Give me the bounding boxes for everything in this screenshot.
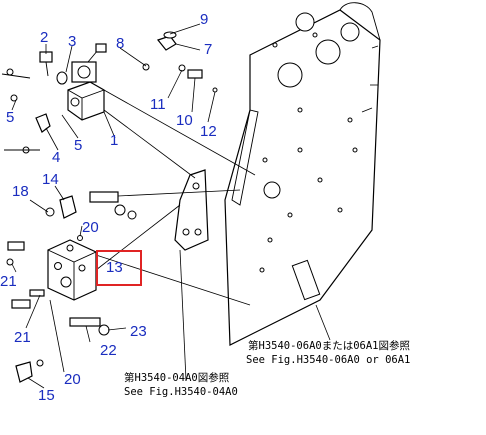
label-9: 9 <box>200 11 208 28</box>
label-21a: 21 <box>0 273 17 290</box>
bracket <box>174 169 209 251</box>
label-20b: 20 <box>64 371 81 388</box>
label-12: 12 <box>200 123 217 140</box>
highlight-box-13 <box>96 250 142 286</box>
ref-main-en: See Fig.H3540-06A0 or 06A1 <box>246 354 410 366</box>
label-7: 7 <box>204 41 212 58</box>
label-18: 18 <box>12 183 29 200</box>
label-21b: 21 <box>14 329 31 346</box>
label-11: 11 <box>150 96 166 113</box>
label-3: 3 <box>68 33 76 50</box>
part-numbers: 1 2 3 4 5 5 7 8 9 10 11 12 13 14 15 18 2… <box>0 11 217 404</box>
valve-lower <box>47 239 97 301</box>
label-2: 2 <box>40 29 48 46</box>
leader-lines <box>11 23 331 389</box>
label-13: 13 <box>106 259 123 276</box>
label-5b: 5 <box>74 137 82 154</box>
ref-bracket-en: See Fig.H3540-04A0 <box>124 386 238 398</box>
label-10: 10 <box>176 112 193 129</box>
ref-bracket-jp: 第H3540-04A0図参照 <box>124 371 230 384</box>
label-4: 4 <box>52 149 60 166</box>
label-22: 22 <box>100 342 117 359</box>
label-8: 8 <box>116 35 124 52</box>
reference-notes: 第H3540-06A0または06A1図参照 See Fig.H3540-06A0… <box>124 339 411 398</box>
valve-upper <box>67 43 107 121</box>
label-14: 14 <box>42 171 59 188</box>
fittings <box>1 31 218 383</box>
label-1: 1 <box>110 132 118 149</box>
label-5a: 5 <box>6 109 14 126</box>
label-20a: 20 <box>82 219 99 236</box>
ref-main-jp: 第H3540-06A0または06A1図参照 <box>248 339 411 352</box>
label-23: 23 <box>130 323 147 340</box>
main-frame-plate <box>224 2 381 346</box>
label-15: 15 <box>38 387 55 404</box>
